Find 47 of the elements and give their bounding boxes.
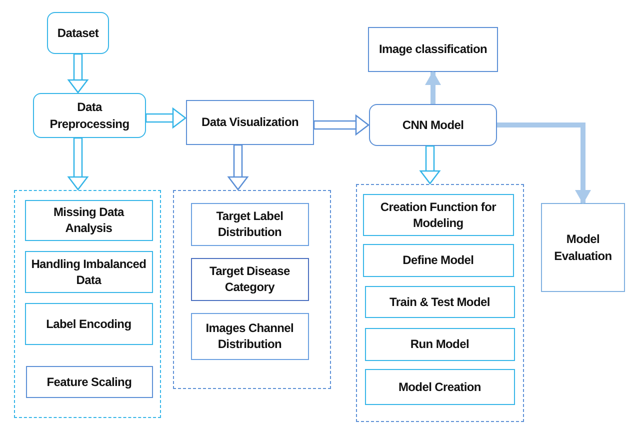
process-box — [541, 203, 625, 292]
process-box — [26, 366, 153, 398]
rounded-process-box — [33, 93, 146, 138]
rounded-process-box — [47, 12, 109, 54]
node-label: Handling Imbalanced Data — [30, 256, 148, 288]
node-label: Model Creation — [398, 378, 481, 395]
node-label: Images Channel Distribution — [204, 320, 295, 352]
node-label: Train & Test Model — [389, 294, 490, 310]
block-arrow — [420, 145, 440, 184]
node-label: Feature Scaling — [46, 374, 132, 390]
node-label: Model Evaluation — [553, 231, 613, 264]
node-label: Define Model — [402, 252, 474, 268]
process-box — [186, 100, 314, 145]
dashed-group-box — [173, 190, 331, 389]
process-box — [362, 194, 514, 236]
process-box — [190, 258, 309, 301]
block-arrow — [68, 53, 88, 94]
node-label: Run Model — [410, 336, 469, 352]
node-label: Label Encoding — [46, 316, 132, 332]
arrow — [497, 122, 591, 204]
process-box — [364, 368, 515, 405]
node-label: Dataset — [57, 24, 99, 42]
process-box — [364, 286, 515, 318]
node-label: Creation Function for Modeling — [379, 198, 498, 231]
block-arrow — [313, 114, 370, 136]
node-label: Missing Data Analysis — [52, 204, 126, 236]
block-arrow — [228, 144, 248, 190]
process-box — [24, 302, 153, 345]
block-arrow — [68, 137, 88, 190]
process-box — [364, 328, 515, 361]
arrow — [425, 71, 441, 104]
process-box — [368, 27, 498, 72]
node-label: Data Visualization — [201, 114, 299, 131]
node-label: Data Preprocessing — [48, 99, 130, 132]
process-box — [362, 244, 514, 277]
dashed-group-box — [356, 184, 524, 422]
process-box — [24, 250, 153, 293]
process-box — [190, 202, 309, 246]
node-label: Image classification — [378, 41, 488, 58]
dashed-group-box — [14, 190, 161, 418]
node-label: Target Label Distribution — [215, 208, 284, 240]
process-box — [24, 200, 153, 241]
node-label: Target Disease Category — [208, 263, 291, 296]
node-label: CNN Model — [402, 116, 464, 134]
rounded-process-box — [369, 104, 497, 146]
process-box — [190, 312, 309, 360]
block-arrow — [145, 108, 186, 128]
